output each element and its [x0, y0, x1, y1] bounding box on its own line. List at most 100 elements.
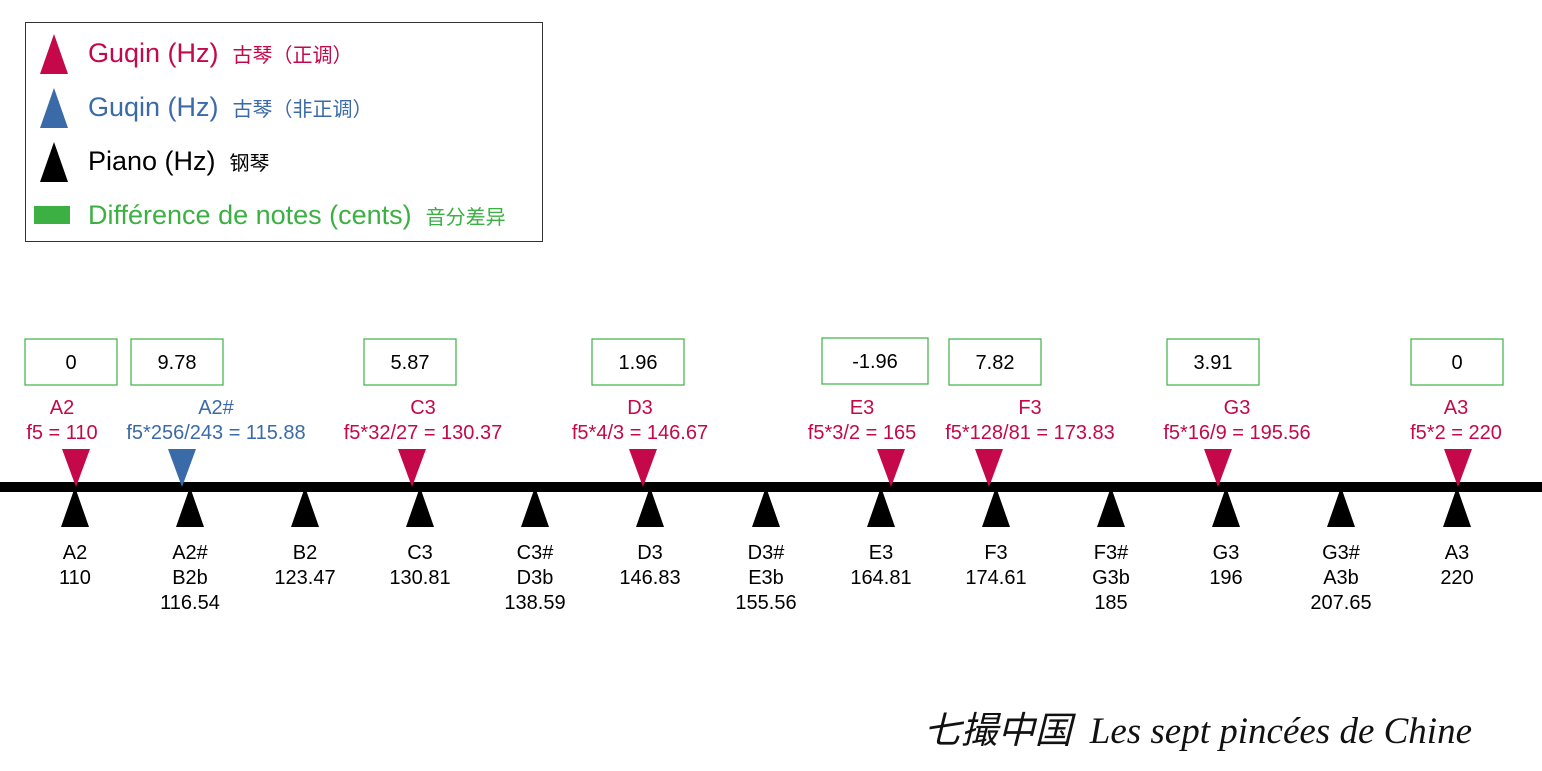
guqin-note-label: A2	[50, 397, 74, 419]
guqin-note-label: A2#	[198, 397, 234, 419]
legend-label-cn: 钢琴	[229, 150, 270, 175]
piano-marker-icon	[521, 487, 549, 527]
piano-marker-icon	[752, 487, 780, 527]
piano-label: 130.81	[389, 567, 450, 589]
guqin-marker-icon	[62, 449, 90, 487]
piano-label: 220	[1440, 567, 1473, 589]
guqin-note-label: G3	[1224, 397, 1251, 419]
piano-label: A2#	[172, 542, 208, 564]
cents-diff-box	[130, 338, 224, 386]
piano-label: 146.83	[619, 567, 680, 589]
legend-box: Guqin (Hz) 古琴（正调） Guqin (Hz) 古琴（非正调） Pia…	[25, 22, 543, 242]
piano-label: 155.56	[735, 592, 796, 614]
caption-cn: 七撮中国	[923, 709, 1072, 752]
cents-diff-value: 1.96	[619, 352, 658, 374]
red-triangle-icon	[26, 31, 88, 75]
guqin-formula-label: f5*128/81 = 173.83	[945, 422, 1115, 444]
guqin-note-label: F3	[1018, 397, 1041, 419]
legend-item-guqin-standard: Guqin (Hz) 古琴（正调）	[26, 31, 353, 75]
guqin-marker-icon	[629, 449, 657, 487]
piano-label: F3	[984, 542, 1007, 564]
cents-diff-value: 5.87	[391, 352, 430, 374]
cents-diff-value: 0	[65, 352, 76, 374]
guqin-alt-marker-icon	[168, 449, 196, 487]
piano-label: 116.54	[160, 592, 220, 614]
piano-label: E3	[869, 542, 893, 564]
guqin-marker-icon	[398, 449, 426, 487]
piano-label: D3b	[517, 567, 554, 589]
piano-marker-icon	[406, 487, 434, 527]
legend-label: Différence de notes (cents)	[88, 199, 412, 230]
guqin-marker-icon	[1204, 449, 1232, 487]
piano-label: G3	[1213, 542, 1240, 564]
guqin-formula-label: f5*2 = 220	[1410, 422, 1502, 444]
cents-diff-box	[24, 338, 118, 386]
guqin-marker-icon	[877, 449, 905, 487]
piano-label: D3#	[748, 542, 786, 564]
cents-diff-value: -1.96	[852, 351, 898, 373]
legend-item-piano: Piano (Hz) 钢琴	[26, 139, 270, 183]
piano-label: B2b	[172, 567, 208, 589]
piano-label: 185	[1094, 592, 1127, 614]
guqin-marker-icon	[975, 449, 1003, 487]
guqin-note-label: C3	[410, 397, 436, 419]
caption-fr: Les sept pincées de Chine	[1089, 711, 1472, 752]
guqin-formula-label: f5*3/2 = 165	[808, 422, 916, 444]
piano-label: D3	[637, 542, 663, 564]
guqin-note-label: E3	[850, 397, 874, 419]
legend-label-cn: 古琴（非正调）	[232, 96, 373, 121]
cents-diff-value: 3.91	[1194, 352, 1233, 374]
legend-label: Piano (Hz)	[88, 145, 216, 176]
caption: 七撮中国 Les sept pincées de Chine	[924, 700, 1472, 754]
legend-label: Guqin (Hz)	[88, 91, 219, 122]
legend-item-cents-diff: Différence de notes (cents) 音分差异	[26, 193, 506, 237]
piano-marker-icon	[291, 487, 319, 527]
piano-label: 207.65	[1310, 592, 1371, 614]
piano-label: 123.47	[274, 567, 335, 589]
piano-label: C3	[407, 542, 433, 564]
guqin-formula-label: f5 = 110	[26, 422, 97, 444]
cents-diff-box	[363, 338, 457, 386]
guqin-formula-label: f5*32/27 = 130.37	[344, 422, 502, 444]
piano-marker-icon	[867, 487, 895, 527]
piano-label: G3b	[1092, 567, 1130, 589]
piano-marker-icon	[1097, 487, 1125, 527]
piano-label: A3	[1445, 542, 1469, 564]
blue-triangle-icon	[26, 85, 88, 129]
piano-label: G3#	[1322, 542, 1361, 564]
piano-marker-icon	[982, 487, 1010, 527]
piano-marker-icon	[1212, 487, 1240, 527]
piano-marker-icon	[176, 487, 204, 527]
piano-label: A3b	[1323, 567, 1359, 589]
piano-marker-icon	[636, 487, 664, 527]
cents-diff-box	[1410, 338, 1504, 386]
piano-label: 110	[59, 567, 91, 589]
guqin-formula-label: f5*256/243 = 115.88	[126, 422, 305, 444]
legend-label-cn: 音分差异	[425, 204, 506, 229]
black-triangle-icon	[26, 139, 88, 183]
piano-marker-icon	[1327, 487, 1355, 527]
legend-label: Guqin (Hz)	[88, 37, 219, 68]
cents-diff-box	[948, 338, 1042, 386]
piano-label: 196	[1209, 567, 1242, 589]
cents-diff-value: 7.82	[976, 352, 1015, 374]
cents-diff-value: 0	[1451, 352, 1462, 374]
legend-label-cn: 古琴（正调）	[232, 42, 353, 67]
guqin-note-label: D3	[627, 397, 653, 419]
piano-label: A2	[63, 542, 87, 564]
piano-marker-icon	[1443, 487, 1471, 527]
green-rectangle-icon	[26, 193, 88, 237]
piano-label: 138.59	[504, 592, 565, 614]
cents-diff-value: 9.78	[158, 352, 197, 374]
piano-label: 164.81	[850, 567, 911, 589]
cents-diff-box	[591, 338, 685, 386]
guqin-formula-label: f5*16/9 = 195.56	[1163, 422, 1310, 444]
cents-diff-box	[821, 337, 929, 385]
pitch-comparison-diagram: A2110A2#B2b116.54B2123.47C3130.81C3#D3b1…	[0, 337, 1542, 614]
piano-marker-icon	[61, 487, 89, 527]
guqin-note-label: A3	[1444, 397, 1468, 419]
piano-label: 174.61	[965, 567, 1026, 589]
piano-label: F3#	[1094, 542, 1129, 564]
guqin-marker-icon	[1444, 449, 1472, 487]
cents-diff-box	[1166, 338, 1260, 386]
